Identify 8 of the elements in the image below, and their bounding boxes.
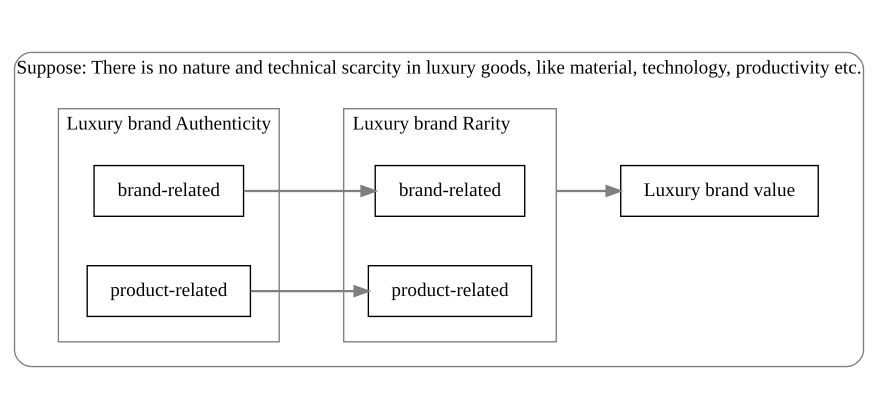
arrow bbox=[250, 284, 372, 298]
node-box: product-related bbox=[86, 265, 252, 318]
arrow bbox=[556, 184, 624, 198]
node-box: brand-related bbox=[374, 164, 526, 218]
node-box: product-related bbox=[368, 265, 532, 318]
node-box: Luxury brand value bbox=[620, 164, 819, 218]
arrow bbox=[244, 184, 378, 198]
node-box: brand-related bbox=[93, 164, 244, 218]
